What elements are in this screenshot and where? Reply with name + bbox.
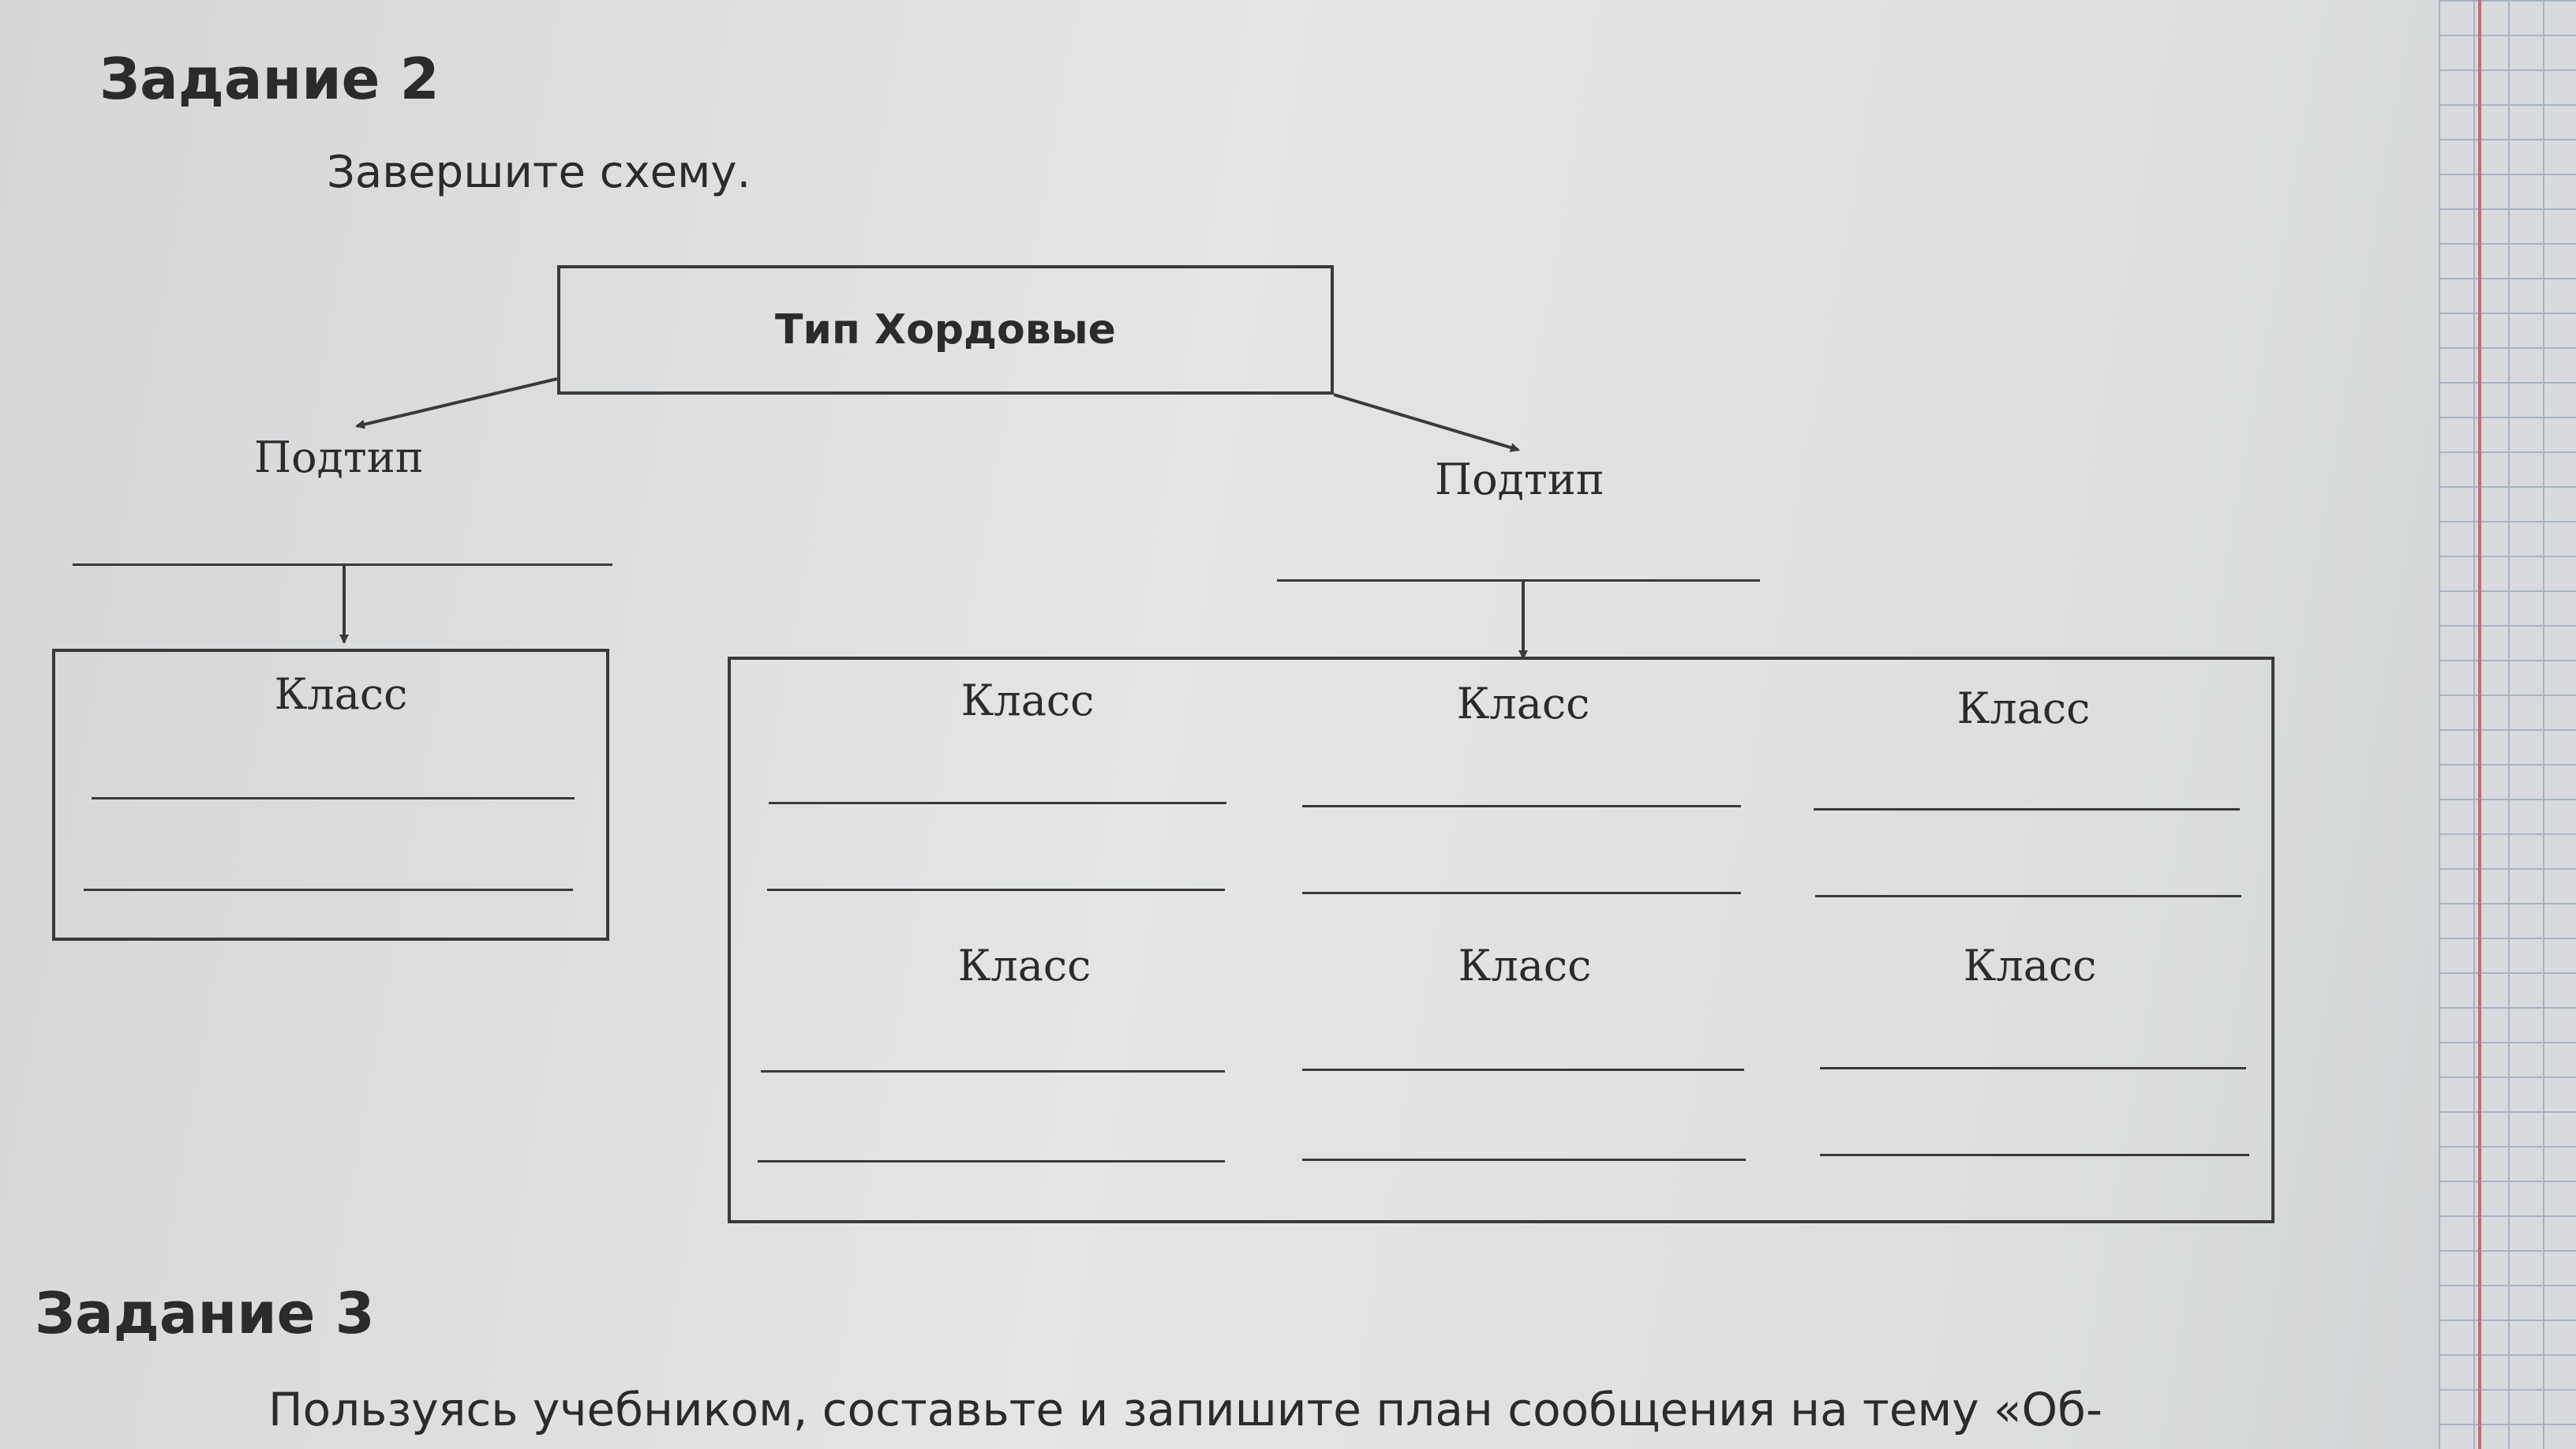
root-label: Тип Хордовые [775, 306, 1116, 354]
arrow-to-left-subtype [355, 377, 558, 429]
class-blank [1302, 1069, 1744, 1071]
class-blank [1815, 895, 2241, 897]
class-blank [1302, 1159, 1746, 1161]
task2-instruction: Завершите схему. [327, 147, 751, 198]
class-blank [1820, 1067, 2246, 1069]
class-label: Класс [1458, 941, 1592, 990]
class-blank [1302, 892, 1741, 894]
left-subtype-blank [73, 564, 612, 566]
class-blank [761, 1070, 1225, 1073]
left-subtype-label: Подтип [254, 432, 424, 482]
task3-text: Пользуясь учебником, составьте и запишит… [268, 1383, 2102, 1436]
class-blank [84, 889, 573, 891]
class-blank [767, 889, 1225, 891]
notebook-margin-line [2478, 0, 2481, 1449]
task3-heading: Задание 3 [35, 1280, 375, 1346]
class-blank [758, 1160, 1225, 1163]
class-label: Класс [274, 669, 408, 719]
class-blank [92, 797, 575, 799]
class-blank [1814, 808, 2240, 811]
class-label: Класс [1456, 679, 1590, 728]
right-class-box [728, 657, 2275, 1223]
class-blank [1302, 805, 1741, 807]
left-class-box [52, 649, 609, 941]
class-label: Класс [1963, 941, 2097, 990]
right-subtype-blank [1277, 579, 1760, 582]
right-subtype-label: Подтип [1435, 455, 1604, 504]
class-label: Класс [960, 676, 1095, 725]
arrow-to-right-subtype [1333, 393, 1520, 452]
class-blank [769, 802, 1226, 804]
task2-heading: Задание 2 [99, 46, 440, 112]
class-blank [1820, 1154, 2249, 1156]
class-label: Класс [1956, 683, 2091, 733]
root-box: Тип Хордовые [557, 265, 1334, 395]
class-label: Класс [957, 941, 1091, 990]
graph-paper-edge [2439, 0, 2576, 1449]
